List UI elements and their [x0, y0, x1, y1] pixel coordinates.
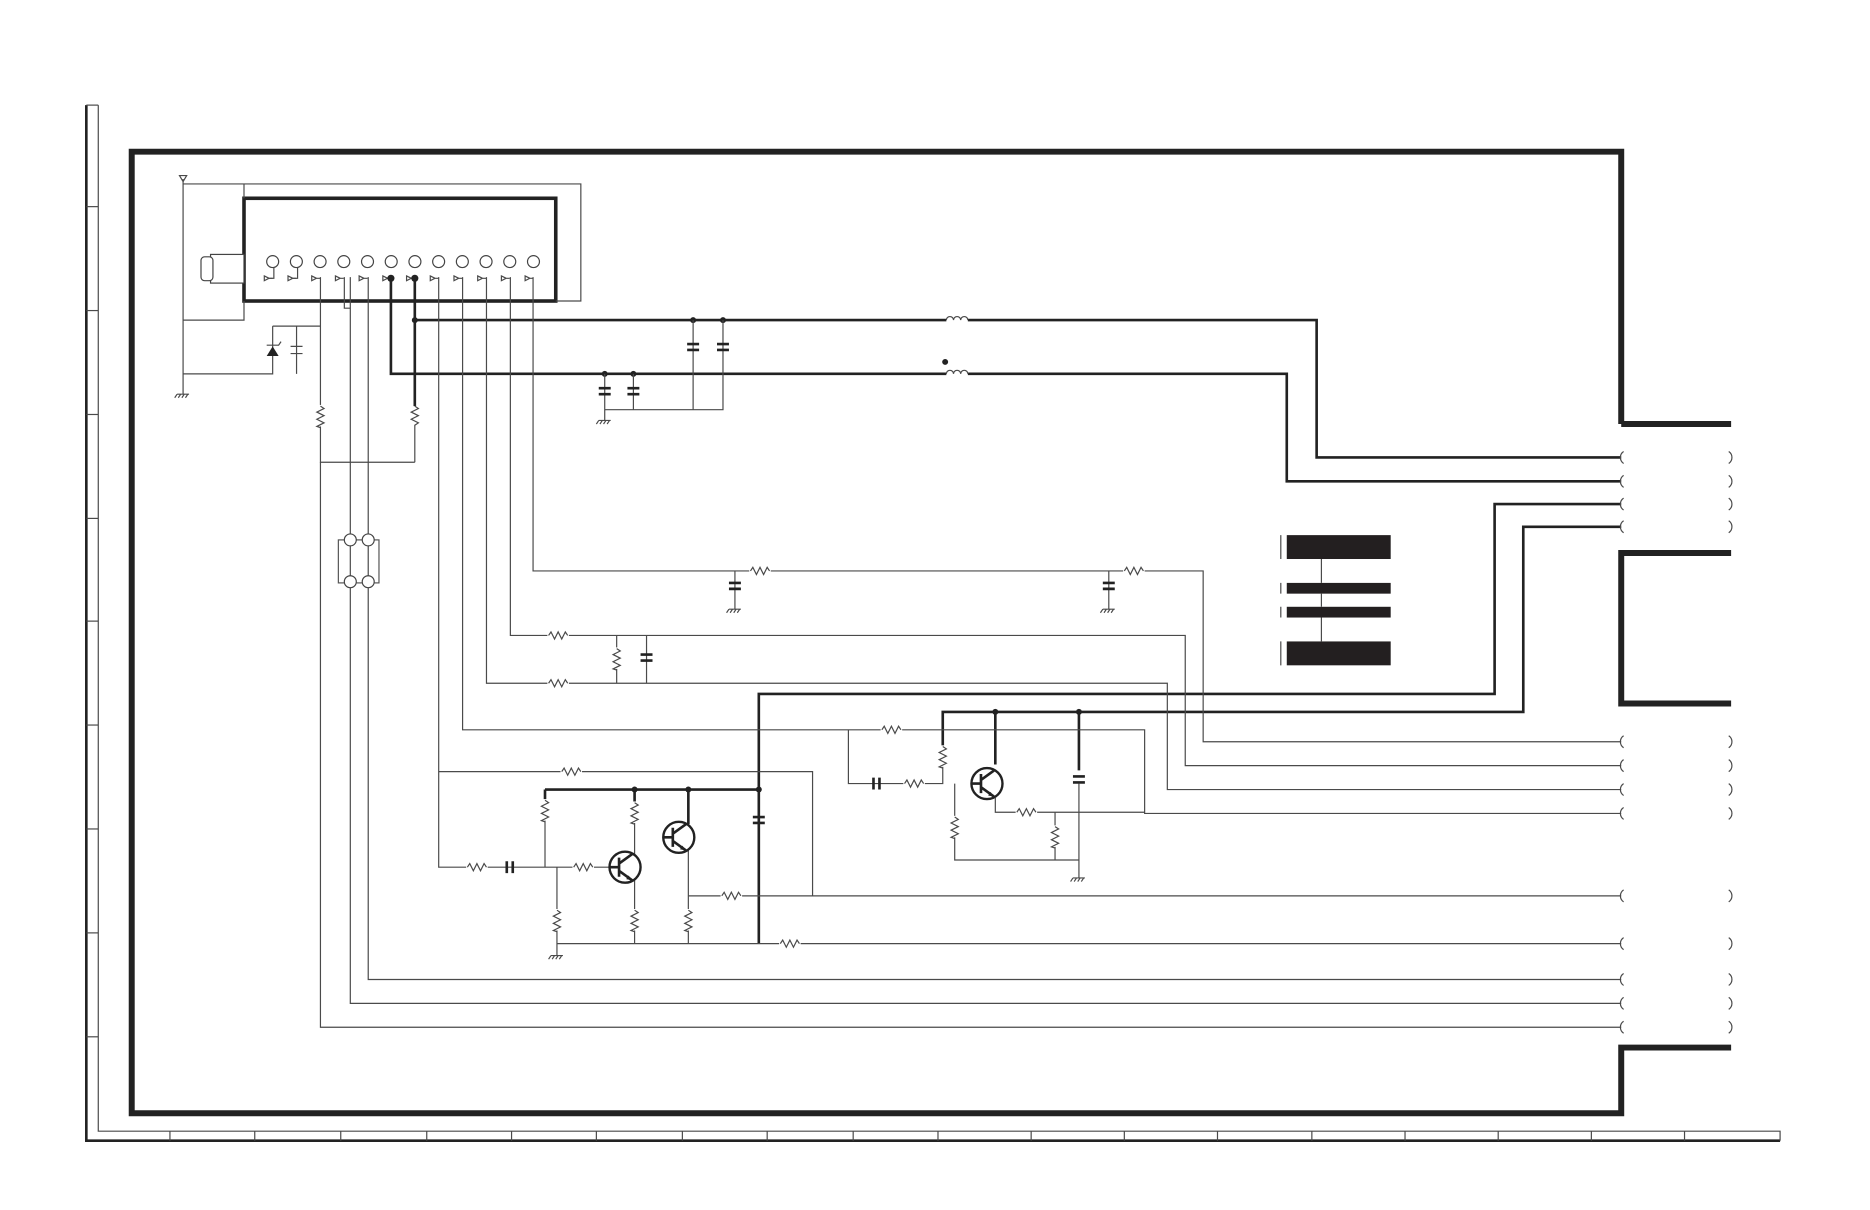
pin-circle — [503, 255, 517, 269]
terminal-left — [1619, 996, 1624, 1010]
terminal-right — [1728, 783, 1733, 797]
terminal-right — [1728, 937, 1733, 951]
pin-marker — [311, 274, 321, 282]
resistors — [315, 404, 1145, 949]
terminal-left — [1619, 889, 1624, 903]
pin-circle — [479, 255, 493, 269]
terminal-right — [1728, 520, 1733, 534]
terminal-left — [1619, 497, 1624, 511]
resistor-icon — [548, 678, 569, 689]
ground-icon — [1070, 877, 1085, 882]
terminal-right — [1728, 497, 1733, 511]
pin-circle — [526, 255, 541, 269]
resistor-icon — [539, 799, 550, 823]
thick-nets — [387, 274, 1622, 944]
transistor-icon — [608, 850, 642, 884]
resistor-icon — [466, 862, 487, 873]
terminal-left — [1619, 474, 1624, 488]
pin-marker — [358, 274, 368, 282]
pin-circle — [408, 255, 422, 269]
capacitor-icon — [505, 581, 1115, 874]
resistor-icon — [683, 909, 694, 933]
pin-marker — [500, 274, 510, 282]
terminal-right — [1728, 806, 1733, 820]
pin-marker — [429, 274, 439, 282]
pin-circle — [384, 255, 398, 269]
sheet-frame — [85, 104, 1781, 1143]
terminal-left — [1619, 735, 1624, 749]
connector-terminals — [1619, 451, 1733, 1034]
module-knob — [209, 253, 245, 284]
shield-blocks — [1280, 535, 1391, 666]
terminal-right — [1728, 759, 1733, 773]
resistor-icon — [315, 405, 326, 429]
transistor-icon — [970, 766, 1004, 801]
resistor-icon — [548, 630, 569, 641]
module-block — [178, 174, 582, 395]
resistor-icon — [1049, 826, 1060, 849]
ground-icon — [726, 608, 741, 614]
resistor-icon — [949, 816, 960, 840]
pin-circle — [313, 255, 327, 269]
resistor-icon — [629, 909, 640, 933]
board-outline — [128, 148, 1732, 1117]
terminal-left — [1619, 451, 1624, 464]
pin-circle — [266, 255, 280, 269]
pin-circle — [360, 255, 375, 269]
zener-diode-icon — [266, 346, 279, 356]
pin-marker — [334, 274, 344, 282]
pin-circle — [289, 255, 303, 269]
resistor-icon — [561, 766, 582, 777]
resistor-icon — [573, 862, 594, 873]
resistor-icon — [779, 938, 800, 949]
pin-marker — [477, 274, 487, 282]
resistor-icon — [1016, 807, 1037, 818]
terminal-right — [1728, 996, 1733, 1010]
terminal-right — [1728, 1020, 1733, 1034]
resistor-icon — [551, 909, 562, 933]
resistor-icon — [904, 778, 925, 789]
capacitors — [598, 320, 729, 421]
transistors — [608, 766, 1004, 884]
terminal-right — [1728, 451, 1733, 464]
pin-marker — [453, 274, 463, 282]
terminal-right — [1728, 735, 1733, 749]
pin-circle — [455, 255, 469, 269]
signal-nets — [319, 277, 1622, 1028]
resistor-icon — [937, 746, 948, 769]
pin-circle — [432, 255, 446, 269]
resistor-icon — [749, 566, 771, 576]
terminal-right — [1728, 889, 1733, 903]
ground-icon — [548, 954, 563, 960]
terminal-left — [1619, 937, 1624, 951]
terminal-left — [1619, 759, 1624, 773]
pin-marker — [524, 274, 534, 282]
transistor-icon — [662, 820, 696, 855]
pin-circle — [337, 255, 351, 269]
terminal-right — [1728, 474, 1733, 488]
terminal-left — [1619, 1020, 1624, 1034]
terminal-left — [1619, 972, 1624, 986]
power-section — [183, 277, 415, 463]
resistor-icon — [881, 724, 902, 735]
ground-icon — [1099, 608, 1115, 614]
ground-icon — [174, 393, 190, 399]
inductor-icon — [945, 315, 969, 379]
ground-icon — [595, 419, 611, 425]
resistor-icon — [721, 890, 742, 901]
terminal-left — [1619, 520, 1624, 534]
resistor-icon — [629, 802, 640, 825]
terminal-left — [1619, 783, 1624, 797]
ground-icons — [174, 393, 1115, 960]
terminal-left — [1619, 806, 1624, 820]
terminal-right — [1728, 972, 1733, 986]
resistor-icon — [1123, 566, 1144, 576]
resistor-icon — [611, 648, 622, 671]
